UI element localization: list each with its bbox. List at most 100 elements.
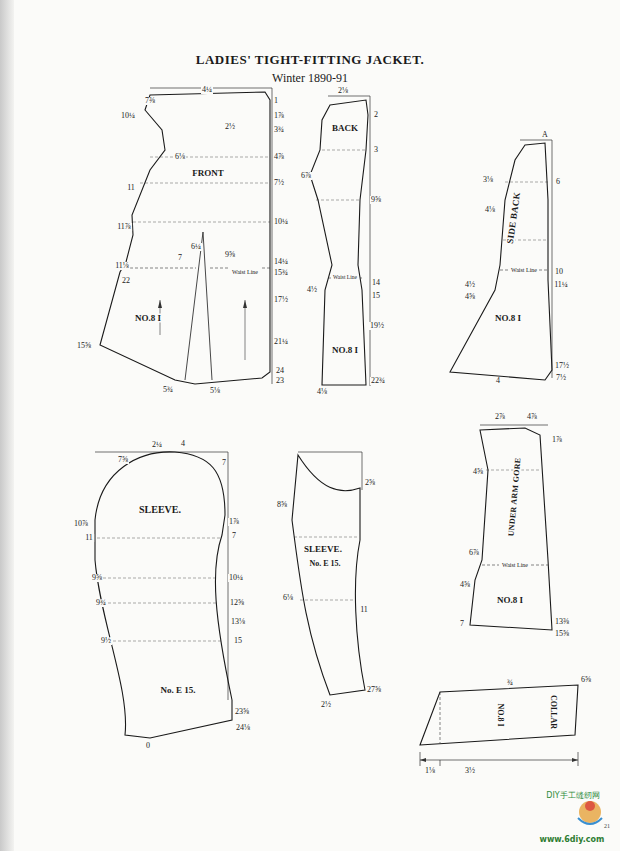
measurement: 24 <box>275 367 285 375</box>
piece-outline <box>88 447 238 743</box>
piece-name: SLEEVE. <box>303 545 343 554</box>
measurement: 5¾ <box>162 386 174 394</box>
measurement: 15⅝ <box>76 342 92 350</box>
measurement: 15⅝ <box>554 630 570 638</box>
measurement: 9⅝ <box>224 251 236 259</box>
measurement: A <box>541 131 549 139</box>
measurement: 7 <box>221 459 227 467</box>
piece-name: SLEEVE. <box>138 505 182 515</box>
measurement: 15¾ <box>273 269 289 277</box>
measurement: 6⅝ <box>580 676 592 684</box>
measurement: 7 <box>177 254 183 262</box>
pattern-piece: SIDE BACK NO.8 I Waist Line <box>445 138 557 385</box>
piece-outline <box>95 88 275 388</box>
measurement: 6¼ <box>190 243 202 251</box>
pattern-piece: BACK NO.8 I Waist Line <box>305 95 373 390</box>
measurement: 4⅝ <box>459 581 471 589</box>
piece-note: Waist Line <box>510 267 538 273</box>
measurement: 2 <box>373 111 379 119</box>
measurement: 10¼ <box>120 112 136 120</box>
watermark: 21 <box>603 823 611 829</box>
measurement: 6⅞ <box>468 549 480 557</box>
measurement: 4 <box>180 440 186 448</box>
measurement: 11⅞ <box>116 223 132 231</box>
measurement: 6⅞ <box>300 172 312 180</box>
measurement: 17½ <box>554 362 570 370</box>
piece-note: NO.8 I <box>331 346 359 355</box>
measurement: 4⅛ <box>484 206 496 214</box>
measurement: 1⅛ <box>424 767 436 775</box>
measurement: 15 <box>371 292 381 300</box>
watermark: DIY手工缝纫网 <box>545 792 600 800</box>
measurement: 4½ <box>464 281 476 289</box>
measurement: 14 <box>371 279 381 287</box>
scan-edge <box>0 0 14 851</box>
piece-note: Waist Line <box>332 275 358 281</box>
measurement: 21¼ <box>273 338 289 346</box>
measurement: 2⅝ <box>364 479 376 487</box>
measurement: 1⅞ <box>273 112 285 120</box>
measurement: 3½ <box>464 767 476 775</box>
measurement: 4⅞ <box>526 413 538 421</box>
piece-name: SIDE BACK <box>506 191 522 246</box>
piece-note: No. E 15. <box>159 686 196 695</box>
measurement: 7⅜ <box>144 97 156 105</box>
measurement: 19½ <box>369 322 385 330</box>
measurement: 4¼ <box>201 86 213 94</box>
measurement: 2⅛ <box>337 87 349 95</box>
measurement: 9⅝ <box>91 574 103 582</box>
measurement: 1⅞ <box>228 518 240 526</box>
piece-name: BACK <box>331 124 359 133</box>
measurement: 3¾ <box>273 126 285 134</box>
measurement: 7½ <box>555 374 567 382</box>
measurement: 13⅛ <box>230 618 246 626</box>
measurement: 27⅝ <box>366 686 382 694</box>
measurement: 6⅛ <box>174 153 186 161</box>
measurement: 23 <box>275 377 285 385</box>
piece-note: NO.8 I <box>494 314 522 323</box>
measurement: 7 <box>231 532 237 540</box>
measurement: 2½ <box>320 701 332 709</box>
measurement: 4⅝ <box>472 468 484 476</box>
measurement: 6⅛ <box>282 594 294 602</box>
watermark: www.6diy.com <box>539 836 606 844</box>
measurement: 11 <box>84 534 94 542</box>
piece-name: FRONT <box>191 169 225 178</box>
measurement: 11 <box>126 184 136 192</box>
pattern-piece: COLLARNO.8 I <box>415 680 583 750</box>
measurement: 4 <box>495 377 501 385</box>
measurement: 17½ <box>273 296 289 304</box>
measurement: 7⅝ <box>117 456 129 464</box>
piece-outline <box>287 450 370 700</box>
piece-note: Waist Line <box>231 269 259 275</box>
measurement: 0 <box>145 742 151 750</box>
measurement: 11 <box>359 606 369 614</box>
measurement: 9½ <box>100 637 112 645</box>
pattern-piece: SLEEVE. No. E 15. <box>287 450 370 700</box>
measurement: 6 <box>555 178 561 186</box>
measurement: 3⅛ <box>482 176 494 184</box>
piece-note: NO.8 I <box>496 596 524 605</box>
measurement: 15 <box>233 637 243 645</box>
measurement: 10¼ <box>273 218 289 226</box>
measurement: 14¼ <box>273 258 289 266</box>
subtitle: Winter 1890-91 <box>271 72 349 84</box>
measurement: 1 <box>273 97 279 105</box>
measurement: ¾ <box>506 679 514 687</box>
measurement: 9⅝ <box>370 196 382 204</box>
diagram-title: LADIES' TIGHT-FITTING JACKET. <box>0 52 620 68</box>
measurement: 4⅞ <box>273 153 285 161</box>
measurement: 2⅞ <box>494 413 506 421</box>
measurement: 2¼ <box>151 441 163 449</box>
pattern-piece: SLEEVE. No. E 15. <box>88 447 238 743</box>
measurement: 9¾ <box>95 599 107 607</box>
pattern-piece: UNDER ARM GORENO.8 IWaist Line <box>465 423 557 635</box>
measurement: 7 <box>459 620 465 628</box>
piece-note: No. E 15. <box>308 560 341 568</box>
measurement: 22¾ <box>370 377 386 385</box>
measurement: 24⅛ <box>235 724 251 732</box>
piece-outline <box>445 138 557 385</box>
measurement: 1⅞ <box>551 436 563 444</box>
